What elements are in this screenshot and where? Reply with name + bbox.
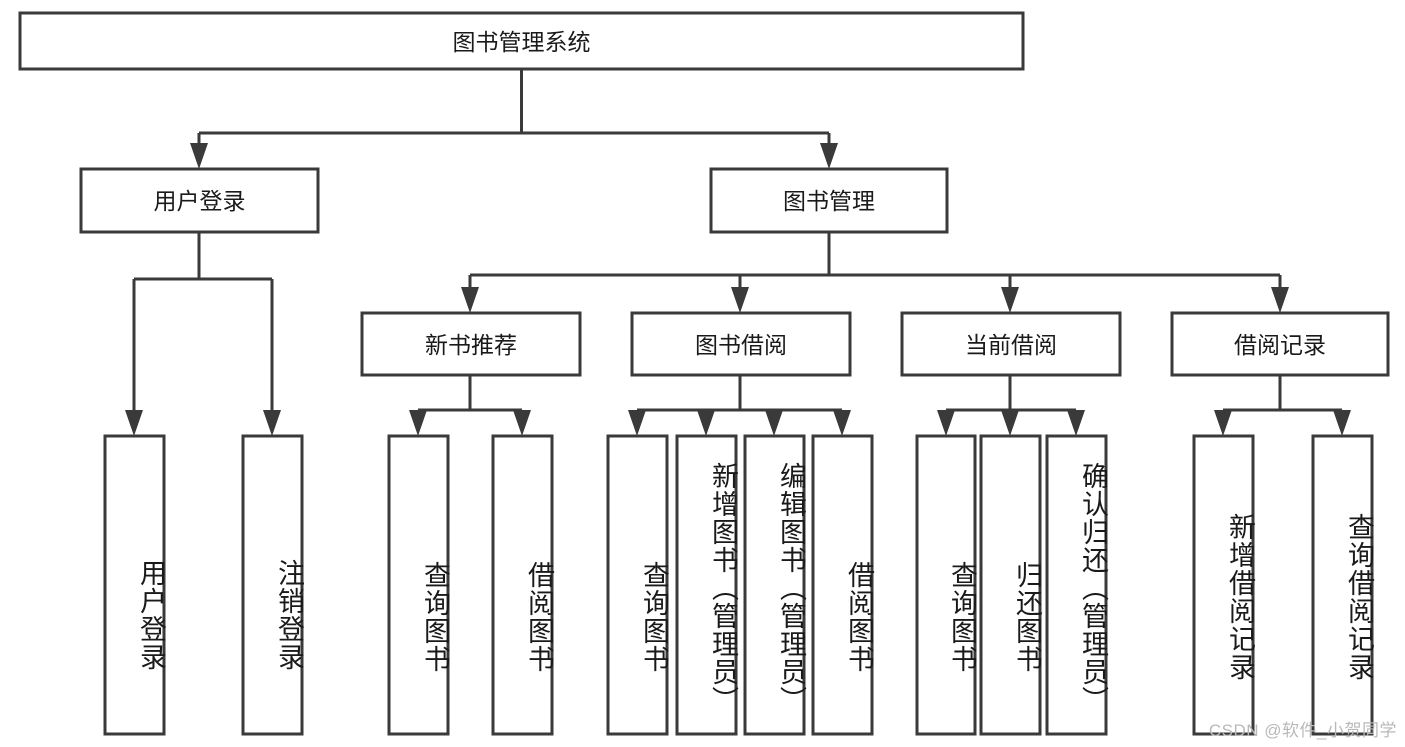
node-user-login[interactable]: 用户登录 <box>79 167 320 234</box>
leaf-box-bb-add-book[interactable] <box>675 434 738 736</box>
arrow-borrowrecord-leaf-1 <box>1214 410 1232 436</box>
arrow-to-new-book <box>461 287 479 313</box>
arrow-bookborrow-leaf-3 <box>765 410 783 436</box>
arrow-to-borrow-record <box>1271 287 1289 313</box>
node-new-book-recommend-label: 新书推荐 <box>425 332 517 358</box>
node-book-borrow-box[interactable] <box>630 311 852 377</box>
arrow-bookborrow-leaf-2 <box>697 410 715 436</box>
leaf-box-br-query-record[interactable] <box>1311 434 1374 736</box>
leaf-box-nb-query-book[interactable] <box>387 434 450 736</box>
node-borrow-record-label: 借阅记录 <box>1234 332 1326 358</box>
node-borrow-record[interactable]: 借阅记录 <box>1170 311 1390 377</box>
node-current-borrow-box[interactable] <box>900 311 1122 377</box>
arrow-bookborrow-leaf-4 <box>833 410 851 436</box>
leaf-box-bb-borrow-book[interactable] <box>811 434 874 736</box>
node-current-borrow-label: 当前借阅 <box>965 332 1057 358</box>
node-root[interactable]: 图书管理系统 <box>18 11 1025 71</box>
leaf-box-user-login[interactable] <box>103 434 166 736</box>
arrow-to-book-borrow <box>731 287 749 313</box>
arrow-newbook-leaf-1 <box>409 410 427 436</box>
arrow-borrowrecord-leaf-2 <box>1333 410 1351 436</box>
leaf-box-bb-edit-book[interactable] <box>743 434 806 736</box>
arrow-to-leaf-logout <box>263 410 281 436</box>
node-new-book-recommend[interactable]: 新书推荐 <box>360 311 582 377</box>
node-user-login-label: 用户登录 <box>154 188 246 214</box>
leaf-box-bb-query-book[interactable] <box>606 434 669 736</box>
leaf-box-cb-confirm-return[interactable] <box>1045 434 1108 736</box>
node-borrow-record-box[interactable] <box>1170 311 1390 377</box>
node-root-label: 图书管理系统 <box>453 29 591 55</box>
arrow-currentborrow-leaf-2 <box>1001 410 1019 436</box>
node-book-management-box[interactable] <box>709 167 949 234</box>
connectors-layer <box>125 69 1351 436</box>
leaf-box-cb-return-book[interactable] <box>979 434 1042 736</box>
arrow-to-current-borrow <box>1001 287 1019 313</box>
leaf-box-br-add-record[interactable] <box>1192 434 1255 736</box>
leaf-boxes-layer <box>103 434 1374 736</box>
arrow-to-leaf-user-login <box>125 410 143 436</box>
leaf-box-cb-query-book[interactable] <box>915 434 977 736</box>
node-current-borrow[interactable]: 当前借阅 <box>900 311 1122 377</box>
node-book-management-label: 图书管理 <box>783 188 875 214</box>
arrow-to-book-mgmt <box>820 143 838 169</box>
arrow-to-user-login <box>190 143 208 169</box>
leaf-box-nb-borrow-book[interactable] <box>491 434 554 736</box>
node-book-borrow[interactable]: 图书借阅 <box>630 311 852 377</box>
arrow-newbook-leaf-2 <box>513 410 531 436</box>
arrow-currentborrow-leaf-3 <box>1067 410 1085 436</box>
arrow-currentborrow-leaf-1 <box>937 410 955 436</box>
node-root-box[interactable] <box>18 11 1025 71</box>
node-new-book-recommend-box[interactable] <box>360 311 582 377</box>
node-book-management[interactable]: 图书管理 <box>709 167 949 234</box>
csdn-watermark: CSDN @软件_小贺同学 <box>1208 721 1397 740</box>
node-book-borrow-label: 图书借阅 <box>695 332 787 358</box>
leaf-box-logout[interactable] <box>241 434 304 736</box>
node-user-login-box[interactable] <box>79 167 320 234</box>
arrow-bookborrow-leaf-1 <box>628 410 646 436</box>
